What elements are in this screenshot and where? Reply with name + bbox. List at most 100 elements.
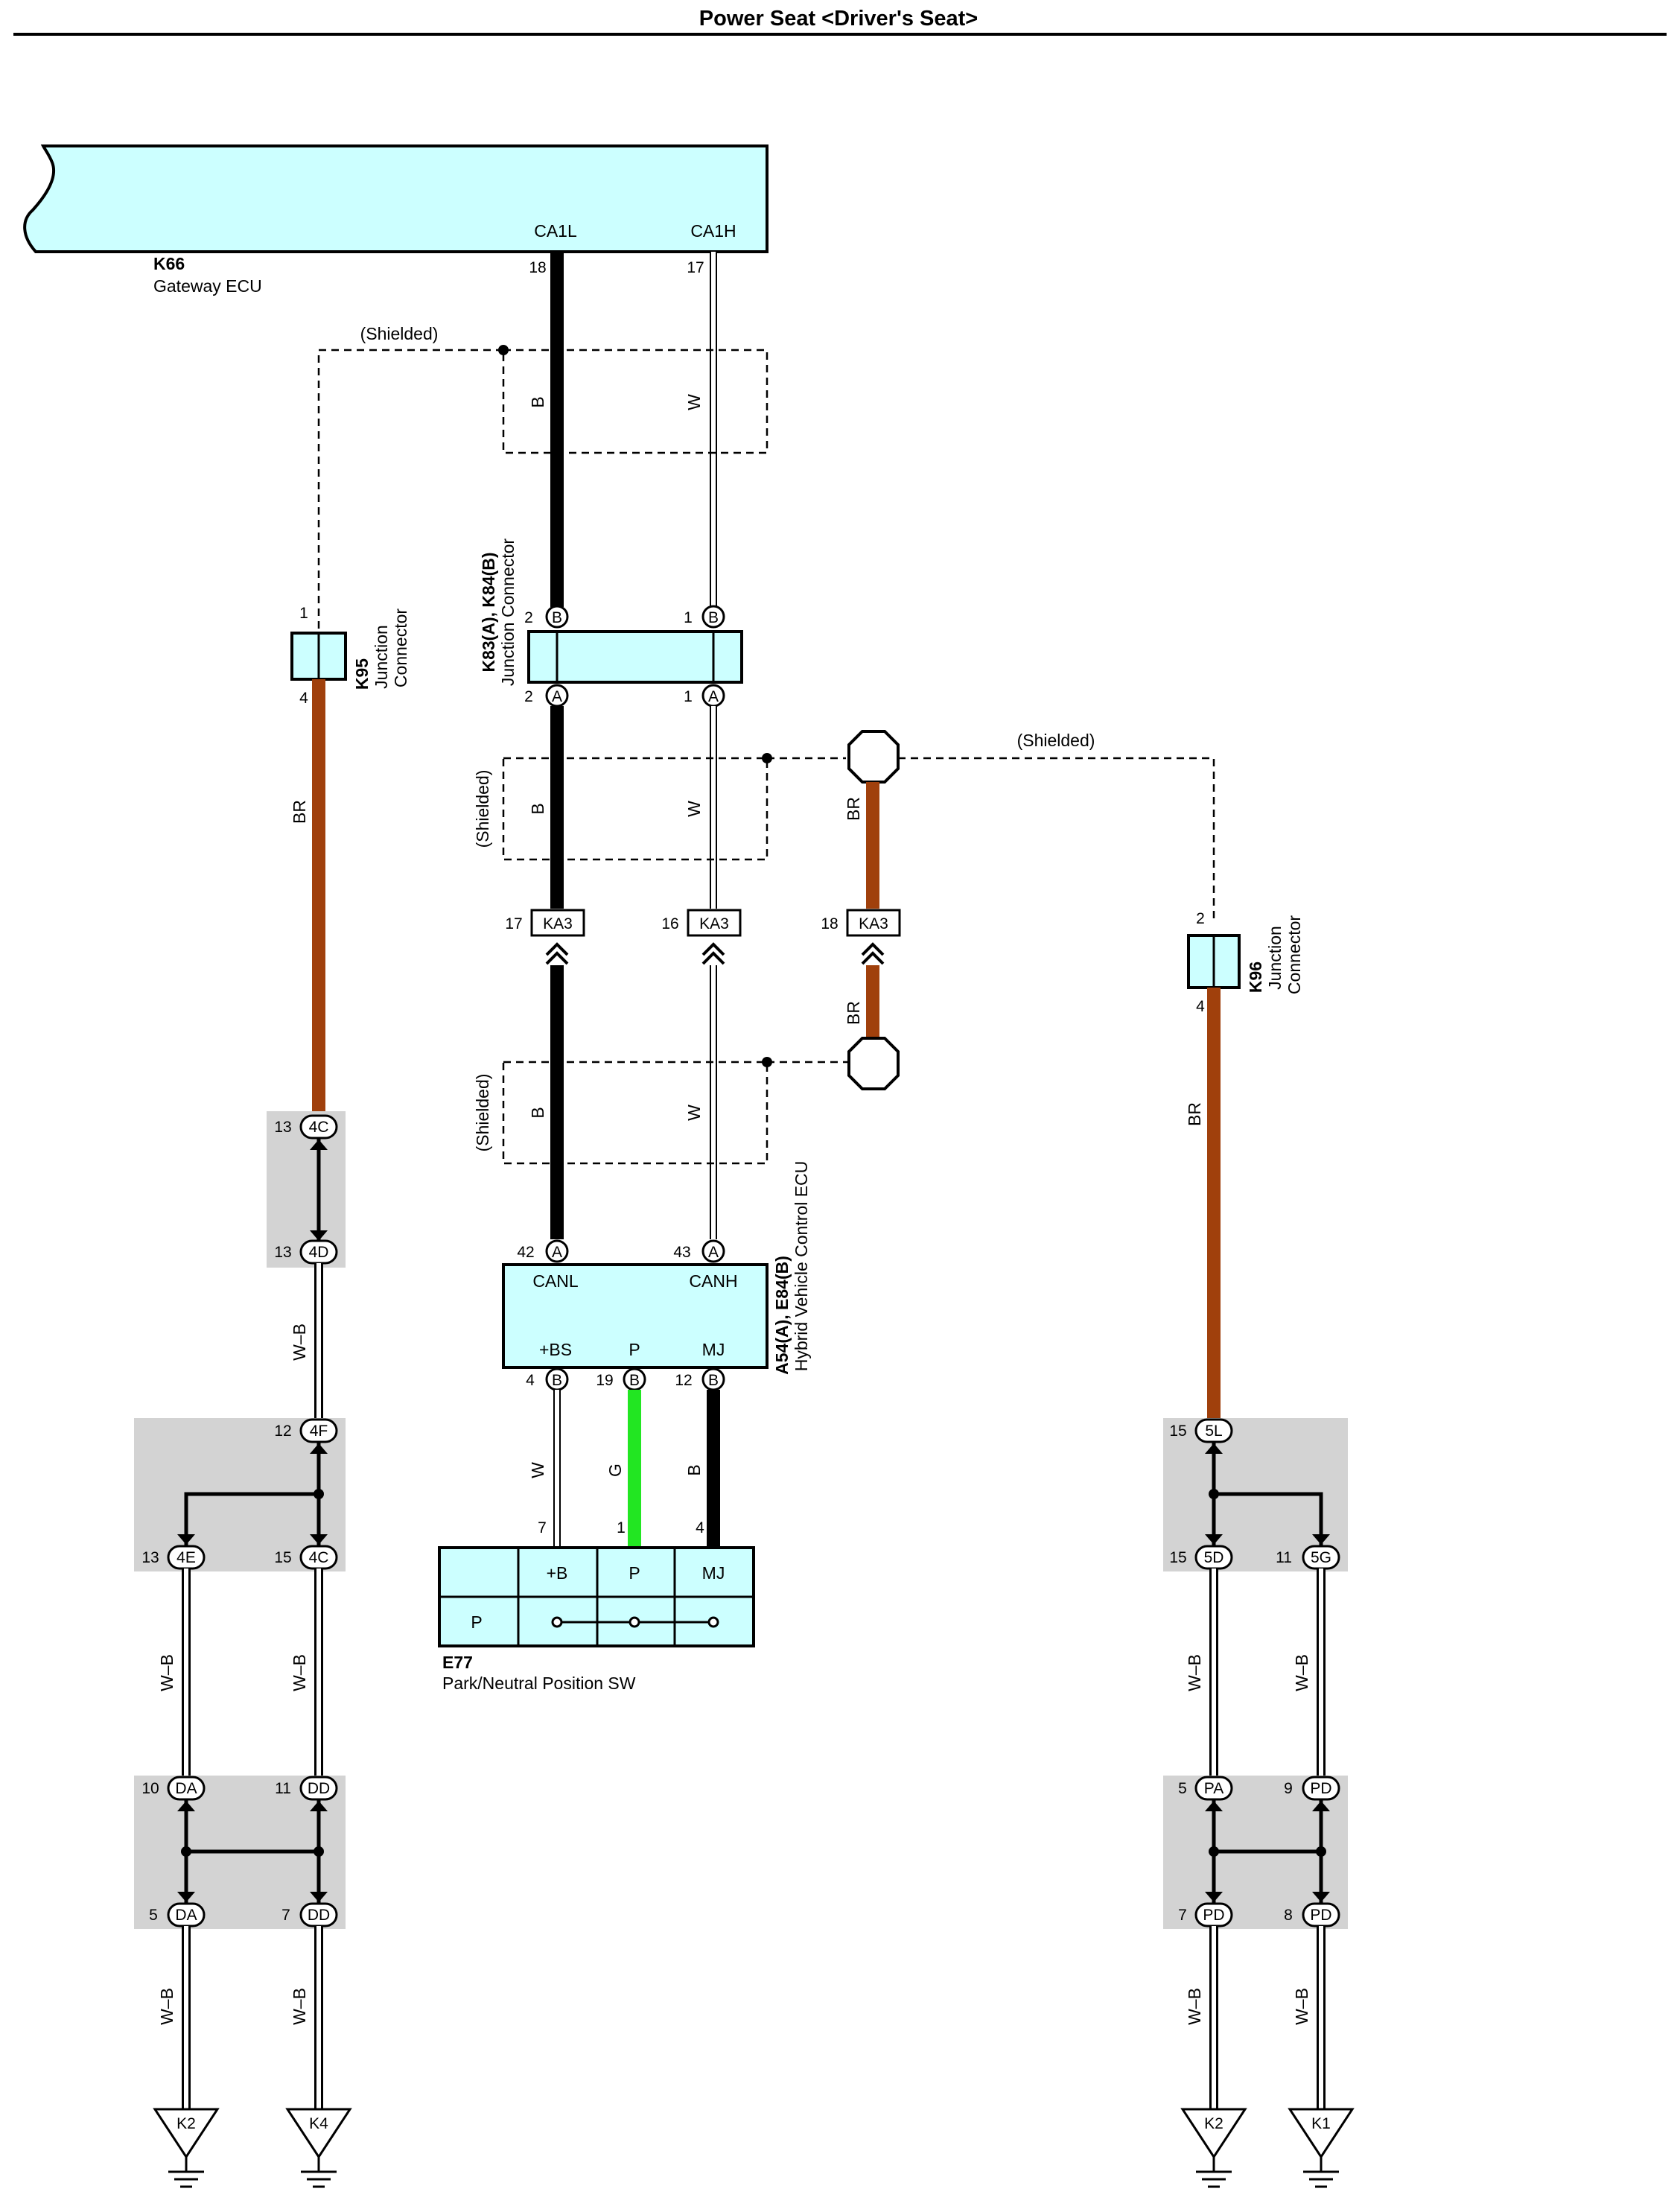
k66-id: K66 — [153, 254, 185, 273]
k83-pin-a-2: 2 — [524, 688, 533, 705]
shield-ground-octagon-lower — [847, 1037, 900, 1090]
wire-label-wb-1: W–B — [290, 1323, 309, 1361]
connector-4f: 4F 12 — [274, 1418, 338, 1443]
k83-pin-b-1: 1 — [684, 609, 693, 626]
arrow-4f — [310, 1443, 328, 1454]
svg-text:DD: DD — [308, 1780, 330, 1797]
wire-label-br-drain-2: BR — [844, 1001, 863, 1025]
k66-pin-label-ca1l: CA1L — [534, 221, 577, 241]
a54-pin-12: 12 — [675, 1372, 692, 1389]
shielded-label-right: (Shielded) — [1017, 731, 1095, 750]
a54-name: Hybrid Vehicle Control ECU — [792, 1161, 811, 1372]
wire-label-w-1: W — [684, 394, 704, 410]
k96-name-1: Junction — [1265, 926, 1285, 990]
wire-label-wb-6: W–B — [1185, 1654, 1204, 1691]
k95-name-2: Connector — [391, 608, 410, 687]
connector-ka3-canh: KA3 16 — [661, 909, 742, 937]
a54-id: A54(A), E84(B) — [772, 1256, 792, 1375]
svg-text:13: 13 — [274, 1244, 291, 1261]
wire-label-b-e77: B — [684, 1464, 704, 1475]
svg-text:PD: PD — [1203, 1907, 1224, 1924]
a54-pin-4: 4 — [526, 1372, 535, 1389]
e77-pin-4: 4 — [696, 1519, 704, 1536]
splice-5l-arrows — [1205, 1443, 1330, 1545]
gateway-ecu-k66: CA1L CA1H K66 Gateway ECU 18 17 — [23, 144, 769, 296]
wire-label-br-k96: BR — [1185, 1102, 1204, 1126]
a54-label-canh: CANH — [689, 1271, 737, 1291]
svg-text:K1: K1 — [1311, 2115, 1331, 2132]
splice-dot-pa — [1209, 1846, 1219, 1857]
svg-text:B: B — [552, 1372, 562, 1389]
k95-pin-4: 4 — [299, 690, 308, 707]
ka3-chevrons — [545, 942, 885, 965]
svg-text:4C: 4C — [309, 1119, 329, 1136]
svg-text:KA3: KA3 — [859, 915, 888, 932]
arrow-4e — [177, 1534, 195, 1545]
ground-k2-right: K2 — [1180, 2108, 1247, 2188]
svg-text:DA: DA — [175, 1907, 197, 1924]
svg-text:9: 9 — [1284, 1780, 1293, 1797]
svg-text:5G: 5G — [1311, 1549, 1331, 1566]
wire-label-br-drain-1: BR — [844, 797, 863, 821]
svg-text:8: 8 — [1284, 1907, 1293, 1924]
connector-pd-top: PD 9 — [1284, 1776, 1340, 1801]
wire-label-w-e77: W — [528, 1462, 547, 1478]
e77-name: Park/Neutral Position SW — [442, 1674, 636, 1693]
svg-text:15: 15 — [1169, 1423, 1186, 1440]
wire-label-b-3: B — [528, 1107, 547, 1118]
shielded-label-mid-left: (Shielded) — [473, 770, 492, 848]
connector-5l: 5L 15 — [1169, 1418, 1233, 1443]
a54-label-bs: +BS — [539, 1340, 572, 1359]
svg-text:DA: DA — [175, 1780, 197, 1797]
shield-mid: (Shielded) (Shielded) — [473, 731, 1215, 922]
junction-connector-k95: 1 4 K95 Junction Connector — [290, 605, 410, 707]
wire-label-wb-8: W–B — [1185, 1988, 1204, 2025]
a54-label-canl: CANL — [532, 1271, 579, 1291]
k96-pin-4: 4 — [1196, 998, 1205, 1015]
svg-text:12: 12 — [274, 1423, 291, 1440]
a54-pin-43: 43 — [673, 1244, 690, 1261]
k66-pin-label-ca1h: CA1H — [690, 221, 736, 241]
k83-tag-a-1: A — [552, 688, 562, 705]
wire-label-wb-5: W–B — [290, 1988, 309, 2025]
splice-dot-dd — [314, 1846, 324, 1857]
k83-tag-b-2: B — [708, 609, 719, 626]
shielded-label-upper: (Shielded) — [360, 324, 439, 343]
svg-text:10: 10 — [141, 1780, 159, 1797]
svg-text:4C: 4C — [309, 1549, 329, 1566]
svg-text:7: 7 — [281, 1907, 290, 1924]
connector-ka3-canl: KA3 17 — [505, 909, 585, 937]
connector-dd-top: DD 11 — [275, 1776, 338, 1801]
a54-label-mj: MJ — [702, 1340, 725, 1359]
e77-header-plusb: +B — [547, 1563, 568, 1583]
e77-id: E77 — [442, 1653, 473, 1672]
wire-label-wb-4: W–B — [157, 1988, 176, 2025]
k95-name-1: Junction — [372, 625, 391, 689]
splice-pa-pd-arrows — [1205, 1801, 1330, 1902]
connector-5g: 5G 11 — [1276, 1545, 1340, 1570]
e77-pin-7: 7 — [538, 1519, 547, 1536]
svg-text:11: 11 — [1276, 1549, 1292, 1566]
k95-pin-1: 1 — [299, 605, 308, 622]
splice-dot-4f — [314, 1489, 324, 1499]
k83-tag-b-1: B — [552, 609, 562, 626]
svg-text:PA: PA — [1204, 1780, 1223, 1797]
svg-text:A: A — [552, 1244, 562, 1261]
connector-pd-bottom-1: PD 7 — [1178, 1902, 1233, 1927]
a54-pin-19: 19 — [596, 1372, 613, 1389]
connector-da-bottom: DA 5 — [149, 1902, 206, 1927]
svg-text:7: 7 — [1178, 1907, 1187, 1924]
svg-text:4D: 4D — [309, 1244, 329, 1261]
connector-4d: 4D 13 — [274, 1239, 338, 1265]
k96-id: K96 — [1246, 962, 1265, 993]
arrow-4d — [310, 1230, 328, 1241]
k83-pin-b-2: 2 — [524, 609, 533, 626]
connector-da-top: DA 10 — [141, 1776, 206, 1801]
wire-label-wb-3: W–B — [290, 1654, 309, 1691]
park-neutral-position-switch-e77: +B P MJ P E77 Park/Neutral Position SW — [438, 1546, 755, 1693]
e77-row-label-p: P — [471, 1612, 482, 1632]
svg-text:13: 13 — [141, 1549, 159, 1566]
wire-label-br-k95: BR — [290, 800, 309, 824]
k66-pin-17: 17 — [687, 259, 704, 276]
ground-k2-left: K2 — [153, 2108, 220, 2188]
